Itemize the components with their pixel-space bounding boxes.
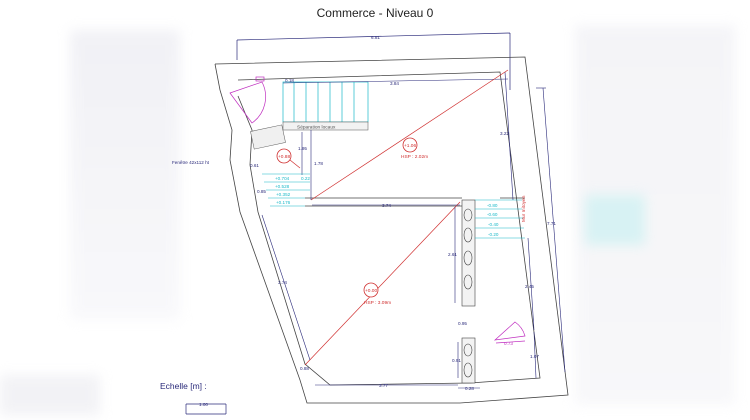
lower-level-marker: +0.00: [365, 288, 377, 294]
level-markers: [276, 137, 418, 298]
right-stair-2: -0.60: [487, 212, 498, 217]
right-stairs: [475, 199, 525, 239]
rubble-block: [250, 124, 286, 150]
pillar-gap-label: 0.95: [458, 321, 467, 326]
overall-width-label: 6.81: [371, 35, 380, 40]
left-mid-label: 1.95: [298, 146, 307, 151]
stair-riser-label: 0.22: [301, 176, 310, 181]
page-title: Commerce - Niveau 0: [316, 6, 434, 20]
right-total-label: 7.71: [547, 221, 556, 226]
left-lower-label: 3.74: [278, 280, 287, 285]
right-stair-1: -0.80: [487, 203, 498, 208]
blurred-stairs-right: [585, 195, 645, 245]
right-lower-label: 1.07: [530, 354, 539, 359]
scale-bar: [185, 403, 227, 415]
pillar-width-label: 0.28: [465, 386, 474, 391]
right-stair-3: -0.40: [488, 222, 499, 227]
separation-label: Séparation locaux: [297, 125, 336, 131]
bottom-width-label: 3.77: [379, 383, 388, 388]
stair-step-2: +0.528: [275, 184, 290, 189]
pillar-upper: [461, 199, 476, 307]
separation-wall-fill: [282, 121, 369, 131]
stair-step-1: +0.704: [275, 176, 290, 181]
overall-width-dimension: [236, 32, 511, 90]
scale-title: Echelle [m] :: [160, 381, 207, 391]
lower-hsp: HSP : 3.09m: [364, 300, 391, 306]
blurred-background-left: [70, 30, 180, 320]
door-right: [493, 321, 526, 344]
door-top-left: [229, 76, 266, 124]
top-inner-label: 3.84: [390, 81, 399, 86]
window-lower-label: 0.85: [257, 189, 266, 194]
middle-wall: [305, 197, 525, 207]
outer-walls: [214, 56, 569, 404]
upper-hsp: HSP : 2.02m: [401, 154, 428, 160]
right-stair-4: -0.20: [488, 232, 499, 237]
stair-height-label: 1.78: [314, 161, 323, 166]
small-top-label: 0.18: [285, 78, 294, 83]
stair-step-4: +0.176: [276, 200, 291, 205]
scale-value: 1.00: [199, 402, 208, 407]
right-upper-label: 3.22: [500, 131, 509, 136]
blurred-bottom-left: [0, 375, 100, 415]
landing-marker: +0.88: [278, 154, 290, 160]
pillar-lower-label: 0.91: [452, 358, 461, 363]
pillar-upper-label: 2.61: [448, 252, 457, 257]
mid-width-label: 3.74: [382, 203, 391, 208]
top-inner-dimension: [282, 78, 509, 84]
left-stairs: [262, 173, 310, 207]
window-height-label: 0.61: [250, 163, 259, 168]
bottom-left-label: 0.88: [300, 366, 309, 371]
upper-level-marker: +1.06: [404, 143, 416, 149]
upper-stairs: [282, 81, 369, 123]
window-label: Fenêtre 42x112 ht: [172, 160, 210, 165]
stair-step-3: +0.352: [276, 192, 291, 197]
right-mid-label: 2.45: [525, 284, 534, 289]
door-width-label: 0.73: [504, 341, 513, 346]
pillar-lower: [461, 337, 476, 384]
party-wall-label: Mur mitoyen: [521, 195, 527, 222]
